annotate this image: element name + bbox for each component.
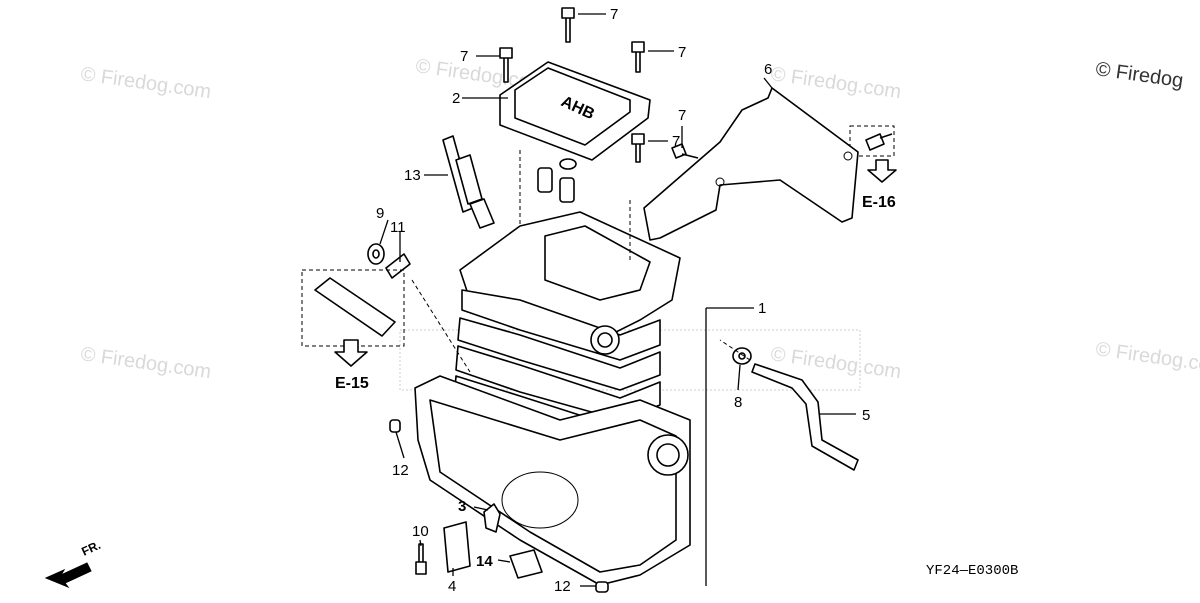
- watermark: © Firedog.com: [1094, 338, 1200, 378]
- front-label: FR.: [79, 538, 102, 559]
- heat-shield: [643, 87, 859, 241]
- shaded-zone: [399, 329, 861, 391]
- watermark-corner: © Firedog: [1094, 58, 1184, 92]
- callout-7: 7: [672, 133, 680, 150]
- callouts: 7 7 7 7 7 2 6 13 9 11 1 8 5 12 12 3 10 4…: [376, 6, 870, 595]
- callout-5: 5: [862, 407, 870, 424]
- rod-assembly: [732, 347, 859, 471]
- washer-clip: [367, 243, 411, 279]
- pins: [389, 419, 609, 593]
- small-parts: [415, 503, 543, 579]
- diagram-code: YF24—E0300B: [926, 563, 1018, 579]
- callout-1: 1: [758, 300, 766, 317]
- head-cover: AHB: [499, 61, 651, 161]
- bolts: [499, 7, 895, 163]
- cylinder: [453, 211, 681, 449]
- watermark: © Firedog.com: [79, 63, 212, 103]
- callout-10: 10: [412, 523, 429, 540]
- ref-arrow-e15: [334, 339, 368, 367]
- callout-2: 2: [452, 90, 460, 107]
- callout-12: 12: [554, 578, 571, 595]
- watermark: © Firedog.com: [769, 63, 902, 103]
- callout-12: 12: [392, 462, 409, 479]
- callout-7: 7: [678, 44, 686, 61]
- callout-9: 9: [376, 205, 384, 222]
- tube: [301, 269, 405, 347]
- leader-lines: [379, 13, 856, 587]
- watermark: © Firedog.com: [79, 343, 212, 383]
- callout-7: 7: [460, 48, 468, 65]
- ref-e16: E-16: [862, 194, 896, 211]
- crankcase: [414, 375, 691, 586]
- ref-arrow-e16: [867, 159, 897, 183]
- ref-e15: E-15: [335, 375, 369, 392]
- callout-8: 8: [734, 394, 742, 411]
- callout-6: 6: [764, 61, 772, 78]
- callout-13: 13: [404, 167, 421, 184]
- callout-14: 14: [476, 553, 493, 570]
- spark-plug: [442, 135, 495, 229]
- callout-11: 11: [390, 219, 406, 236]
- callout-7: 7: [678, 107, 686, 124]
- callout-3: 3: [458, 498, 466, 515]
- sleeves: [537, 158, 577, 203]
- front-arrow-icon: [44, 562, 92, 589]
- callout-4: 4: [448, 578, 456, 595]
- callout-7: 7: [610, 6, 618, 23]
